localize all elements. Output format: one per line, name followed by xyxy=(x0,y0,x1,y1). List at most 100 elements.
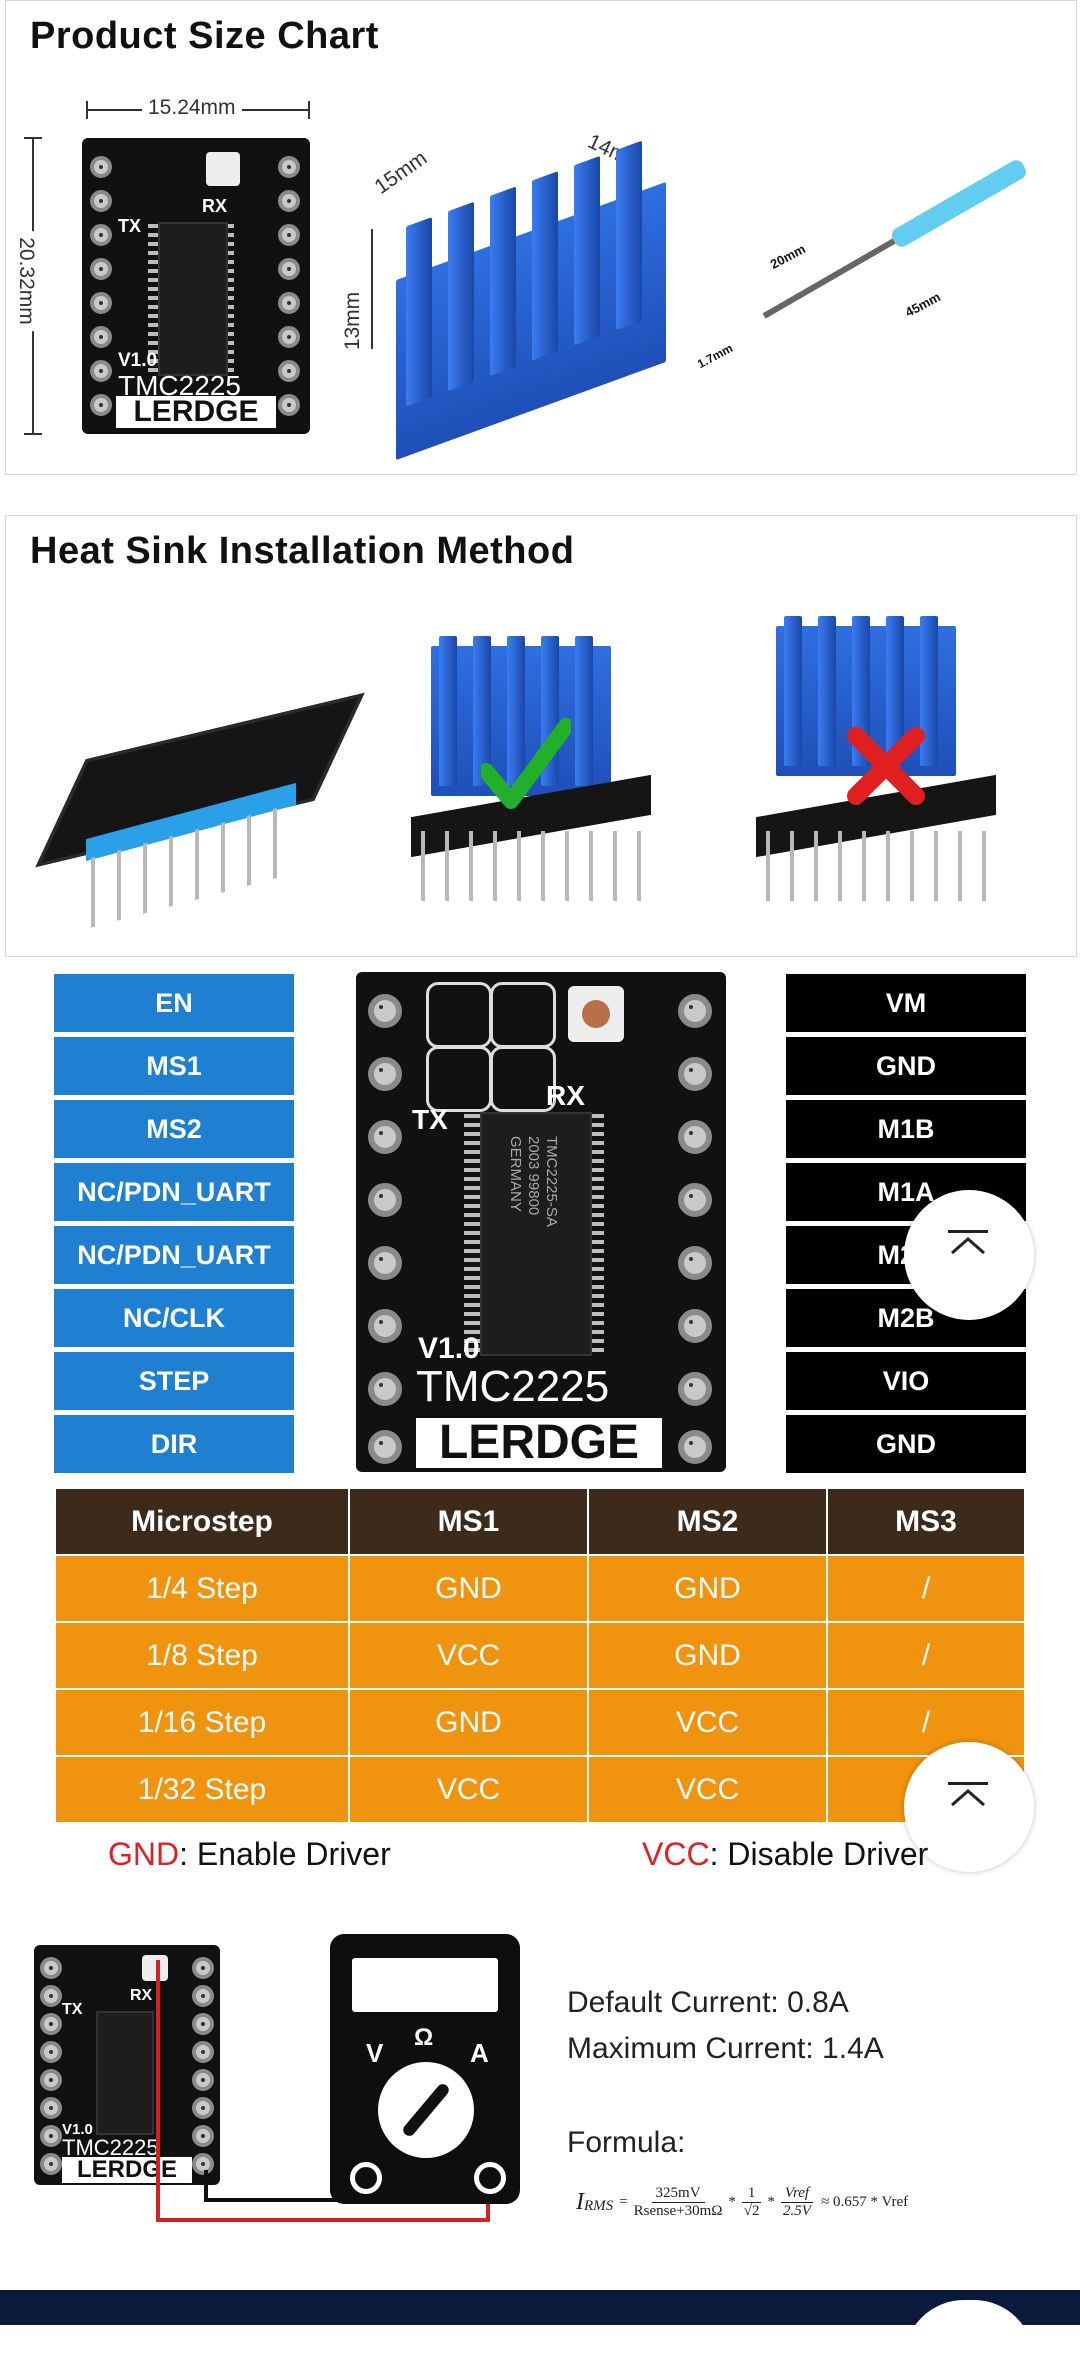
legend-vcc-key: VCC xyxy=(642,1836,710,1872)
driver-board-image: RX TX V1.0 TMC2225 LERDGE xyxy=(82,138,310,434)
pin-hole xyxy=(40,1985,62,2007)
pin-hole xyxy=(278,190,300,212)
rx-label: RX xyxy=(130,1987,153,2004)
pin-right-m1b: M1B xyxy=(786,1100,1026,1158)
scroll-top-button-2[interactable] xyxy=(904,1742,1034,1872)
pin-hole xyxy=(192,2097,214,2119)
brand-label: LERDGE xyxy=(62,2157,192,2183)
potentiometer-icon xyxy=(142,1955,168,1981)
dim-tick xyxy=(24,137,42,139)
pin-hole xyxy=(40,2013,62,2035)
legend-vcc: VCC: Disable Driver xyxy=(642,1836,928,1873)
pin-hole xyxy=(678,1246,712,1280)
pin-hole xyxy=(278,258,300,280)
table-row: 1/8 Step VCC GND / xyxy=(54,1621,1026,1690)
pin-hole xyxy=(678,1372,712,1406)
formula-result: ≈ 0.657 * Vref xyxy=(821,2193,909,2210)
model-label: TMC2225 xyxy=(62,2135,159,2160)
pad-icon xyxy=(490,982,556,1048)
pin-hole xyxy=(368,994,402,1028)
heatsink-image xyxy=(396,140,666,461)
pin-hole xyxy=(192,2069,214,2091)
board-height-label: 20.32mm xyxy=(13,231,38,331)
formula-den1: Rsense+30mΩ xyxy=(633,2202,723,2219)
version-label: V1.0 xyxy=(418,1332,480,1365)
meter-display xyxy=(352,1958,498,2012)
cell-ms2: VCC xyxy=(587,1755,828,1824)
cell-microstep: 1/32 Step xyxy=(54,1755,350,1824)
legend-vcc-desc: : Disable Driver xyxy=(709,1836,929,1872)
col-ms2: MS2 xyxy=(587,1487,828,1556)
heatsink-install-section: Heat Sink Installation Method xyxy=(5,515,1077,957)
formula-den2: √2 xyxy=(743,2202,760,2219)
current-section: RX TX V1.0 TMC2225 LERDGE V Ω A Default … xyxy=(0,1930,1080,2260)
default-current: Default Current: 0.8A xyxy=(567,1986,849,2019)
cell-ms3: / xyxy=(826,1554,1026,1623)
col-ms3: MS3 xyxy=(826,1487,1026,1556)
pin-hole xyxy=(192,1957,214,1979)
formula-rms: RMS xyxy=(584,2197,614,2214)
formula-den3: 2.5V xyxy=(783,2202,811,2219)
pin-left-pdn-uart-2: NC/PDN_UART xyxy=(54,1226,294,1284)
pin-hole xyxy=(278,156,300,178)
pin-hole xyxy=(678,1120,712,1154)
pin-hole xyxy=(368,1430,402,1464)
pin-right-vio: VIO xyxy=(786,1352,1026,1410)
cell-ms3: / xyxy=(826,1621,1026,1690)
heatsink-correct-image xyxy=(411,616,671,936)
pad-icon xyxy=(426,1046,492,1112)
pin-hole xyxy=(40,2097,62,2119)
pin-hole xyxy=(678,1430,712,1464)
scroll-top-button[interactable] xyxy=(904,1190,1034,1320)
pin-hole xyxy=(40,2069,62,2091)
cell-ms2: GND xyxy=(587,1621,828,1690)
pin-hole xyxy=(90,326,112,348)
pin-hole xyxy=(678,1183,712,1217)
tx-label: TX xyxy=(62,2001,83,2018)
pin-hole xyxy=(278,394,300,416)
chip-marking: TMC2225-SA 2003 99800 GERMANY xyxy=(507,1136,560,1227)
tx-label: TX xyxy=(118,216,142,236)
formula-irms: I xyxy=(576,2188,584,2215)
pin-hole xyxy=(40,2125,62,2147)
cell-ms1: GND xyxy=(348,1554,589,1623)
potentiometer-icon xyxy=(568,986,624,1042)
table-row: 1/16 Step GND VCC / xyxy=(54,1688,1026,1757)
pin-hole xyxy=(40,2153,62,2175)
brand-label: LERDGE xyxy=(116,396,276,428)
pin-hole xyxy=(40,2041,62,2063)
pin-left-ms1: MS1 xyxy=(54,1037,294,1095)
table-header-row: Microstep MS1 MS2 MS3 xyxy=(54,1487,1026,1556)
arrow-up-icon xyxy=(948,1230,988,1260)
pin-left-ms2: MS2 xyxy=(54,1100,294,1158)
pin-hole xyxy=(192,1985,214,2007)
pin-hole xyxy=(678,1057,712,1091)
pinout-section: EN MS1 MS2 NC/PDN_UART NC/PDN_UART NC/CL… xyxy=(0,960,1080,1480)
formula-num1: 325mV xyxy=(651,2185,705,2203)
pin-left-clk: NC/CLK xyxy=(54,1289,294,1347)
meter-dial xyxy=(378,2062,474,2158)
cell-microstep: 1/4 Step xyxy=(54,1554,350,1623)
model-label: TMC2225 xyxy=(118,370,241,401)
heatsink-wrong-image xyxy=(756,606,1016,936)
check-icon xyxy=(481,718,571,809)
meter-jack xyxy=(474,2162,506,2194)
legend-gnd-desc: : Enable Driver xyxy=(179,1836,391,1872)
pin-hole xyxy=(90,360,112,382)
pin-right-gnd: GND xyxy=(786,1037,1026,1095)
pin-right-vm: VM xyxy=(786,974,1026,1032)
formula-num3: Vref xyxy=(780,2185,814,2203)
pin-right-gnd-2: GND xyxy=(786,1415,1026,1473)
pin-left-en: EN xyxy=(54,974,294,1032)
cross-icon xyxy=(847,727,925,805)
pin-hole xyxy=(278,292,300,314)
screwdriver-blade-label: 1.7mm xyxy=(694,340,736,372)
rx-label: RX xyxy=(202,196,228,216)
pin-hole xyxy=(192,2041,214,2063)
pin-hole xyxy=(278,360,300,382)
meter-v-label: V xyxy=(366,2038,384,2068)
formula-num2: 1 xyxy=(741,2185,762,2203)
heatsink-height-label: 13mm xyxy=(341,291,365,351)
pin-hole xyxy=(90,292,112,314)
potentiometer-icon xyxy=(206,152,240,186)
